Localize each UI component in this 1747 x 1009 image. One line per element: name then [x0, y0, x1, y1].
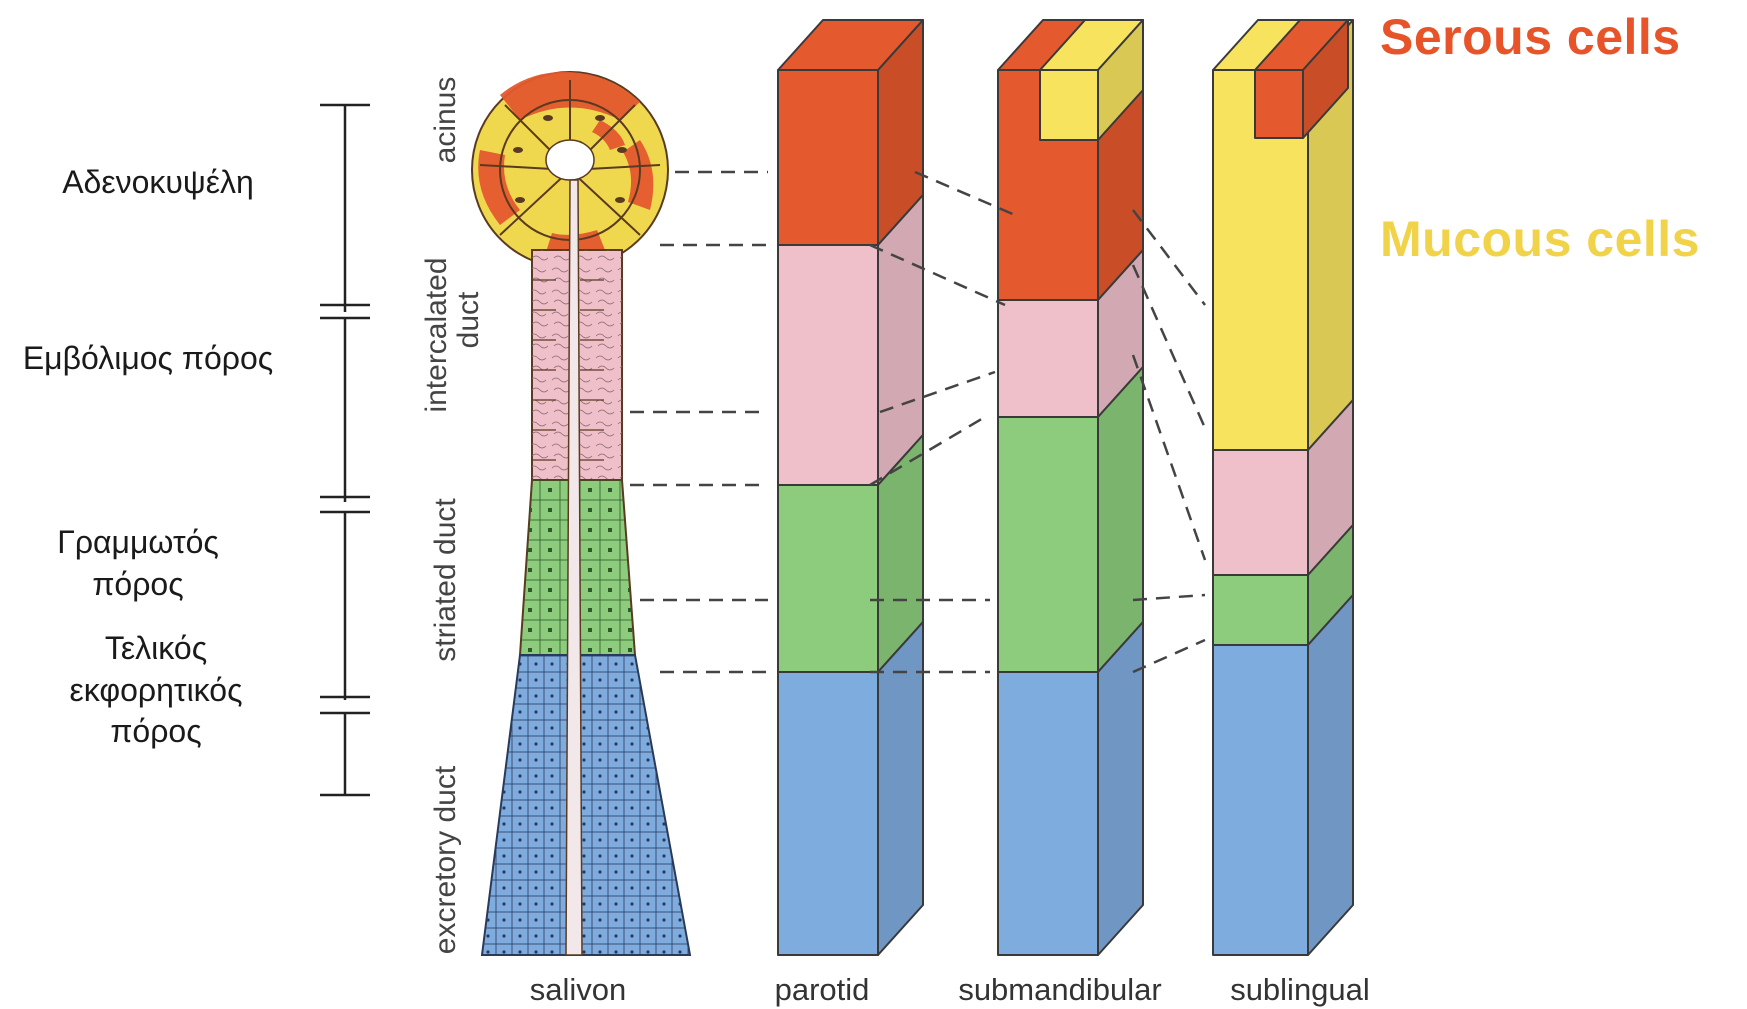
bottom-label-salivon: salivon	[530, 972, 627, 1007]
bottom-label-parotid: parotid	[775, 972, 870, 1007]
sublingual-front-intercalated	[1213, 450, 1308, 575]
parotid-front-excretory	[778, 672, 878, 955]
bottom-label-sublingual: sublingual	[1230, 972, 1370, 1007]
submandibular-side-excretory	[1098, 622, 1143, 955]
submandibular-side-striated	[1098, 367, 1143, 672]
vlabel-striated: striated duct	[429, 498, 462, 662]
vlabel-intercalated-2: duct	[452, 291, 485, 348]
sublingual-serous-front	[1255, 70, 1303, 138]
parotid-front-striated	[778, 485, 878, 672]
submandibular-front-excretory	[998, 672, 1098, 955]
submandibular-mucous-front	[1040, 70, 1098, 140]
vlabel-acinus: acinus	[429, 77, 462, 164]
bottom-label-submandibular: submandibular	[958, 972, 1161, 1007]
sublingual-front-excretory	[1213, 645, 1308, 955]
sublingual-front-striated	[1213, 575, 1308, 645]
region-brackets	[320, 105, 370, 795]
submandibular-front-striated	[998, 417, 1098, 672]
sublingual-side-excretory	[1308, 595, 1353, 955]
column-prisms	[778, 20, 1353, 955]
vlabel-intercalated-1: intercalated	[420, 257, 453, 412]
salivon-illustration	[472, 72, 690, 955]
parotid-front-intercalated	[778, 245, 878, 485]
parotid-front-serous	[778, 70, 878, 245]
vlabel-excretory: excretory duct	[429, 765, 462, 954]
submandibular-front-intercalated	[998, 300, 1098, 417]
